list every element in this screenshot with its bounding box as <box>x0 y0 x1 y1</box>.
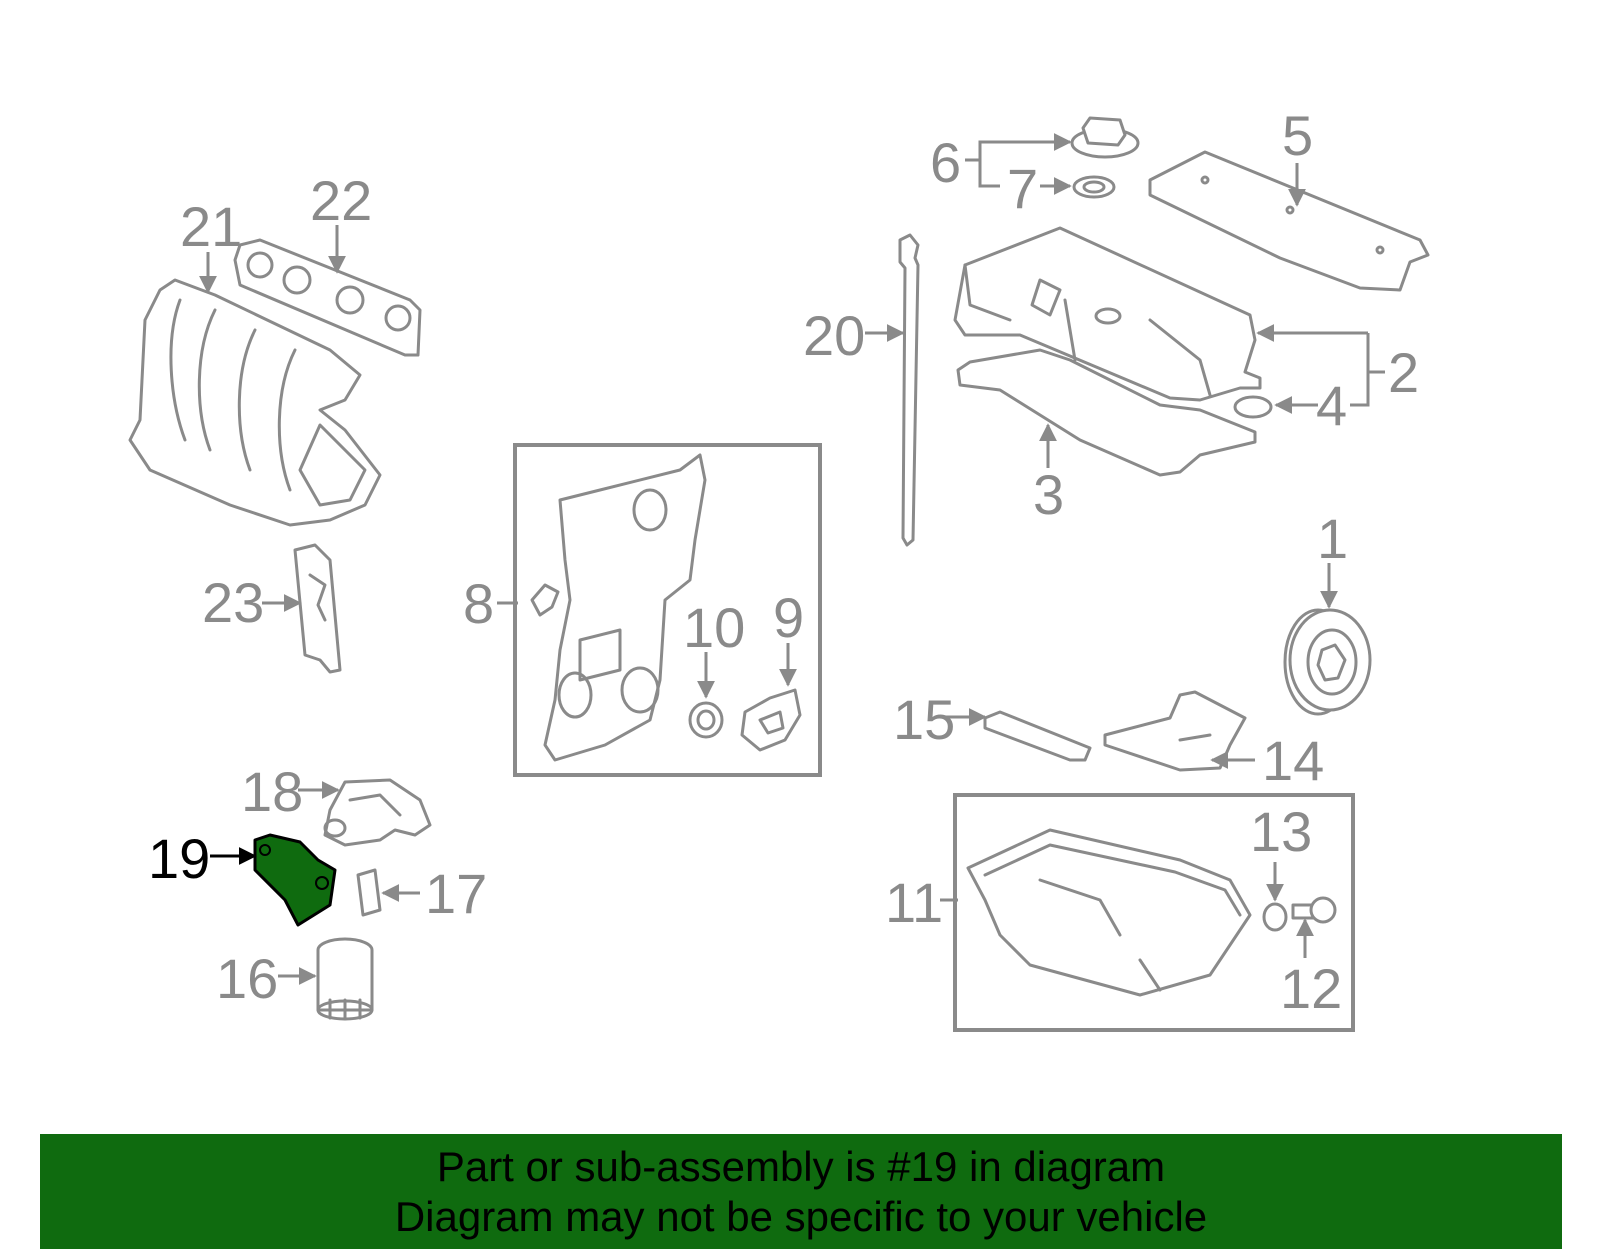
dipstick-part <box>898 233 920 547</box>
callout-22: 22 <box>310 169 372 232</box>
callout-4: 4 <box>1316 374 1347 437</box>
intake-manifold-part <box>128 278 382 527</box>
callout-17: 17 <box>425 862 487 925</box>
callout-23: 23 <box>202 571 264 634</box>
callout-2: 2 <box>1388 341 1419 404</box>
callout-19: 19 <box>148 827 210 890</box>
valve-cover-part <box>953 226 1262 402</box>
oil-filler-cap-part <box>1070 116 1140 159</box>
callout-3: 3 <box>1033 463 1064 526</box>
oil-pan-baffle-part <box>1103 690 1247 772</box>
callout-14: 14 <box>1262 729 1324 792</box>
valve-cover-gasket-part <box>956 348 1257 477</box>
manifold-bracket-part <box>293 543 342 674</box>
callout-21: 21 <box>180 195 242 258</box>
small-gasket-part <box>530 583 560 617</box>
engine-cover-part <box>1148 150 1430 292</box>
oil-filter-part <box>316 937 374 1021</box>
leader-lines <box>199 133 1385 985</box>
banner-line-1: Part or sub-assembly is #19 in diagram <box>436 1142 1166 1190</box>
oil-pan-group-box <box>953 793 1355 1032</box>
cover-plate-part <box>740 688 802 752</box>
crankshaft-pulley-part <box>1283 608 1372 716</box>
callout-18: 18 <box>241 760 303 823</box>
highlighted-part-19 <box>253 833 337 927</box>
banner-line-2: Diagram may not be specific to your vehi… <box>394 1192 1208 1240</box>
drain-bolt-part <box>1291 896 1337 924</box>
callout-16: 16 <box>216 947 278 1010</box>
manifold-gasket-part <box>233 238 422 357</box>
timing-cover-group-box <box>513 443 822 777</box>
callout-1: 1 <box>1317 507 1348 570</box>
seal-washer-part <box>1233 395 1273 419</box>
callout-7: 7 <box>1007 157 1038 220</box>
callout-13: 13 <box>1250 800 1312 863</box>
callout-11: 11 <box>885 871 943 934</box>
callout-12: 12 <box>1280 957 1342 1020</box>
timing-chain-cover-part <box>543 453 707 762</box>
callout-6: 6 <box>930 131 961 194</box>
baffle-plate-part <box>983 710 1092 762</box>
oil-seal-part <box>688 701 724 739</box>
callout-9: 9 <box>773 586 804 649</box>
info-banner: Part or sub-assembly is #19 in diagram D… <box>40 1134 1562 1249</box>
drain-washer-part <box>1262 902 1288 932</box>
filter-bracket-part <box>356 868 382 917</box>
callout-8: 8 <box>463 572 494 635</box>
callout-5: 5 <box>1282 104 1313 167</box>
oil-pan-part <box>966 828 1252 997</box>
callout-15: 15 <box>893 688 955 751</box>
callout-20: 20 <box>803 304 865 367</box>
callout-10: 10 <box>683 596 745 659</box>
oil-filter-housing-part <box>323 778 432 847</box>
cap-seal-part <box>1072 175 1116 199</box>
